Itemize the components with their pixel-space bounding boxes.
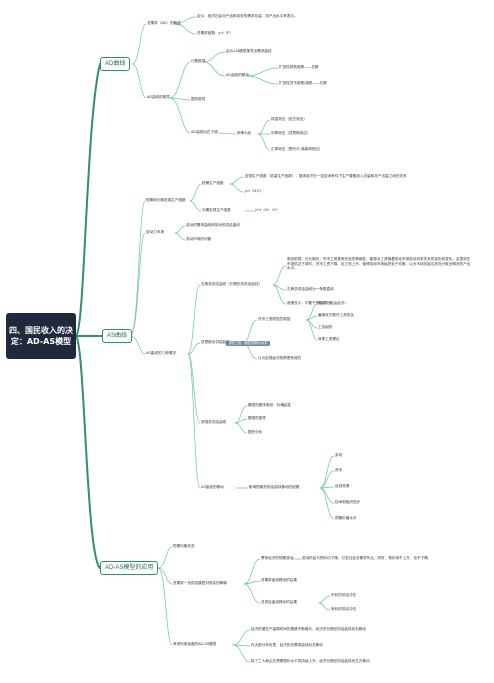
rigid-wage-tag: 刚性工资，刚性的物价水平 [226,341,270,346]
node-factor-capital[interactable]: 资本 [335,468,343,472]
branch-as-curve[interactable]: AS曲线 [102,329,133,343]
node-demand-right-shift[interactable]: 在大部分年份里，经济的总需求曲线向右移动 [251,643,323,647]
node-labor-demand-supply[interactable]: 劳动的需求曲线和劳动的供给曲线 [186,223,240,227]
node-exchange-effect[interactable]: 汇率效应（蒙代尔-弗莱明效应） [271,147,323,151]
node-policy-application[interactable]: 考虑利用适度的AD-AS模型 [173,642,217,646]
node-potential-output[interactable]: 经济的潜在产量随时间的推移不断增长，经济的长期总供给曲线向右移动 [251,627,366,631]
node-adverse-supply-shock[interactable]: 不利的供给冲击 [331,593,357,597]
node-wealth-effect[interactable]: 财富效应（庇古效应） [271,117,307,121]
node-demand-shock[interactable]: 总需求曲线移动的后果 [261,578,297,582]
node-policy-effective[interactable]: 认为宏观经济政策是有效的 [258,356,302,360]
node-factor-labor[interactable]: 劳动 [335,453,343,457]
node-ad-function[interactable]: 总需求函数：y=f（P） [197,31,234,35]
node-production-function[interactable]: 短期和长期宏观生产函数 [146,198,186,202]
branch-ad-curve[interactable]: AD曲线 [100,57,131,71]
node-graph-analysis[interactable]: 图形分析 [248,430,263,434]
node-labor-market[interactable]: 劳动力市场 [146,230,164,234]
root-topic[interactable]: 四、国民收入的决定：AD-AS模型 [6,313,76,359]
node-model-explanation[interactable]: 总需求一总供给模型对现实的解释 [173,581,227,585]
node-supply-left-shift[interactable]: 除了工人和企业预期物价水平的持续上升，经济长期总供给曲线向左方移动 [251,659,370,663]
node-islm[interactable]: 由IS-LM模型推导出需求曲线 [226,49,272,53]
node-three-cases[interactable]: AS曲线的三种情况 [146,351,176,355]
node-short-run-definition[interactable]: 宏观生产函数（总量生产函数）：整体经济在一定技术条件下生产要素投入总量和总产出量… [245,174,407,178]
branch-ad-as-application[interactable]: AD-AS模型的应用 [100,561,159,575]
node-geometric[interactable]: 图形推导 [191,97,206,101]
node-efficiency-wage[interactable]: 效率工资理论 [318,337,340,341]
node-favorable-supply-shock[interactable]: 有利的供给冲击 [331,607,357,611]
node-ad-slope[interactable]: AD曲线向右下倾 [191,130,218,134]
node-factor-expected-price[interactable]: 预期价格水平 [335,516,357,520]
node-classical-policy[interactable]: 政策含义：不要干预经济（自由经济） [287,301,349,305]
node-fiscal-policy[interactable]: 扩张性财政政策——右移 [279,65,319,69]
node-shift-factors[interactable]: 影响短期总供给曲线移动的因素 [249,485,300,489]
node-sticky-price[interactable]: 模型的基本假设：价格粘性 [248,403,292,407]
node-long-run[interactable]: 长期宏观生产函数 [202,208,231,212]
node-classical-shape[interactable]: 古典总供给曲线为一条垂直线 [287,287,334,291]
node-total-demand[interactable]: 总需求（AD）的概述 [147,21,181,25]
node-ad-shift[interactable]: AD曲线的移动 [226,73,249,77]
node-negative-slope[interactable]: 斜率为负 [237,131,252,135]
node-union[interactable]: 工会组织 [318,325,333,329]
node-supply-shock[interactable]: 总供给曲线移动的后果 [261,600,297,604]
node-interest-effect[interactable]: 利率效应（凯恩斯效应） [271,131,311,135]
node-recession-description[interactable]: 劳动供给与物价均下降，引发社会总需求失业，同时，物价将不上升，也不下降。 [302,556,432,560]
node-factor-technology[interactable]: 技术和组织进步 [335,500,361,504]
node-algebra[interactable]: 代数推导 [191,59,206,63]
node-classical-as[interactable]: 古典总供给曲线（长期的总供给曲线） [201,282,263,286]
node-conventional-as[interactable]: 常规总供给曲线 [201,420,227,424]
node-labor-contract[interactable]: 劳动契约 [318,301,333,305]
node-ad-derivation[interactable]: AD曲线的推导 [147,95,170,99]
node-keynesian-as[interactable]: 凯恩斯总供给曲线 [201,340,230,344]
node-factor-resources[interactable]: 自然资源 [335,484,350,488]
node-classical-assumption[interactable]: 假设前提：在长期内，货币工资具有完全的伸缩性，能够对工资随着劳动市场劳动供求关系… [287,257,471,271]
node-short-run-equilibrium[interactable]: 短期均衡状态 [173,544,195,548]
node-model-derivation[interactable]: 模型的推导 [248,416,266,420]
node-long-run-equation[interactable]: y*=f（N*，K*） [255,208,280,212]
node-rigid-wage-reasons[interactable]: 货币工资刚性的原因 [258,317,291,321]
node-short-run[interactable]: 短期生产函数 [202,181,224,185]
node-ad-definition[interactable]: 定义：经济社会对产品和劳务的需求总量，用产出水平来表示。 [197,14,298,18]
node-labor-equilibrium[interactable]: 劳动市场的均衡 [186,237,212,241]
node-monetary-policy[interactable]: 扩张性货币政策/减税——右移 [279,81,327,85]
node-short-run-equation[interactable]: y=f（N,K） [245,189,264,193]
node-wage-agreement[interactable]: 雇佣双方默许工资协议 [318,313,354,317]
node-as-shift[interactable]: AS曲线的移动 [201,485,224,489]
node-recession[interactable]: 萧条经济的短期波动 [261,556,294,560]
